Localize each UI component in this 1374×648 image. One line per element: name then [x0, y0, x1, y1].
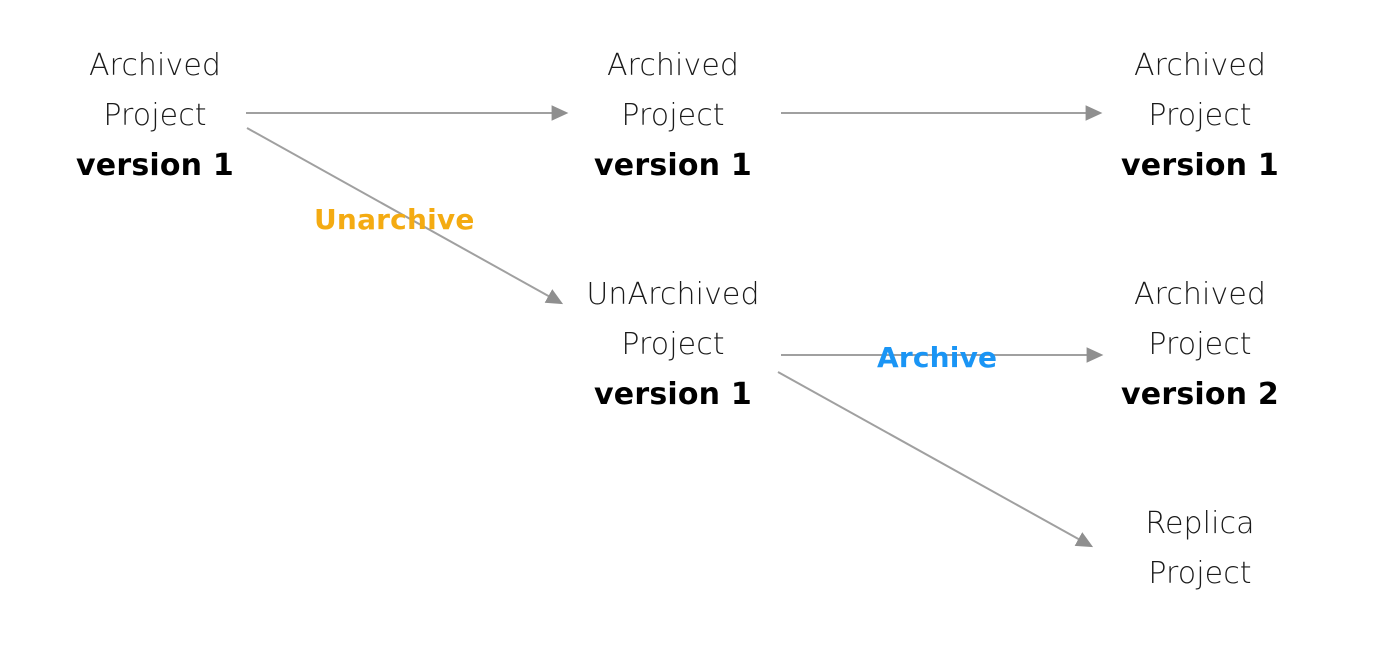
node-line-1: UnArchived — [586, 277, 760, 312]
node-line-2: Project — [103, 98, 207, 133]
node-replica-project[interactable]: Replica Project — [1050, 499, 1350, 599]
node-line-2: Project — [621, 327, 725, 362]
node-line-2: Project — [621, 98, 725, 133]
node-line-3-version: version 1 — [594, 148, 752, 183]
node-line-3-version: version 1 — [594, 377, 752, 412]
node-archived-project-version-1-middle[interactable]: Archived Project version 1 — [523, 41, 823, 191]
node-line-1: Archived — [1133, 48, 1267, 83]
node-archived-project-version-1-left[interactable]: Archived Project version 1 — [5, 41, 305, 191]
node-line-3-version: version 2 — [1121, 377, 1279, 412]
node-unarchived-project-version-1[interactable]: UnArchived Project version 1 — [523, 270, 823, 420]
node-line-2: Project — [1148, 556, 1252, 591]
node-line-3-version: version 1 — [76, 148, 234, 183]
node-line-2: Project — [1148, 98, 1252, 133]
node-archived-project-version-1-right[interactable]: Archived Project version 1 — [1050, 41, 1350, 191]
node-line-3-version: version 1 — [1121, 148, 1279, 183]
node-archived-project-version-2[interactable]: Archived Project version 2 — [1050, 270, 1350, 420]
edge-label-archive: Archive — [877, 341, 998, 374]
arrow-replica — [777, 371, 1094, 548]
edge-label-unarchive: Unarchive — [314, 203, 475, 236]
node-line-2: Project — [1148, 327, 1252, 362]
node-line-1: Archived — [606, 48, 740, 83]
node-line-1: Archived — [1133, 277, 1267, 312]
node-line-1: Archived — [88, 48, 222, 83]
node-line-1: Replica — [1145, 506, 1255, 541]
